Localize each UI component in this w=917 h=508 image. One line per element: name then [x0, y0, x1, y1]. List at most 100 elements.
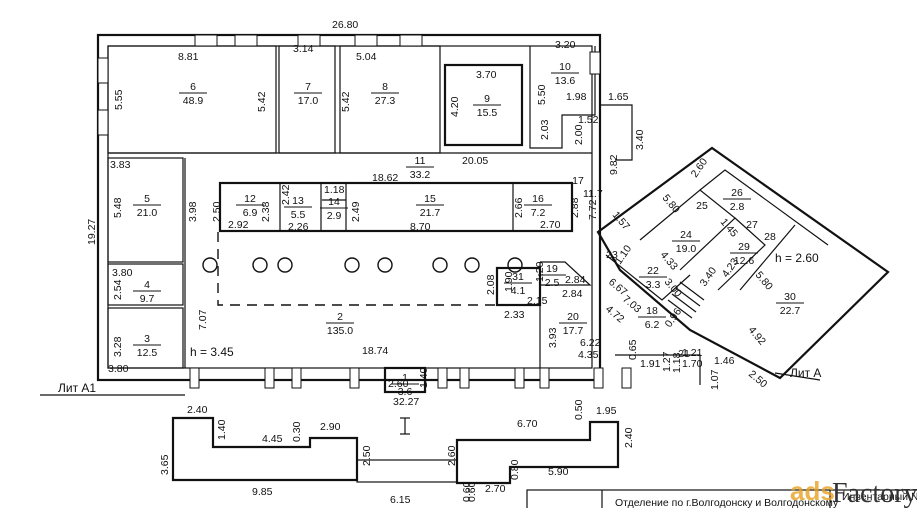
main-building — [40, 33, 632, 396]
title-block-text: Отделение по г.Волгодонску и Волгодонско… — [615, 497, 839, 508]
lit-a-line — [774, 372, 821, 381]
dimension-22: 3.98 — [187, 201, 199, 222]
basement-room-right — [455, 420, 620, 485]
dimension-34: 8.70 — [410, 221, 431, 233]
dimension-11: 5.50 — [536, 84, 548, 105]
dimension-84: 0.30 — [291, 421, 303, 442]
dimension-17: 3.40 — [634, 129, 646, 150]
room-number-4: 4 — [144, 279, 150, 291]
dimension-54: 0.65 — [627, 339, 639, 360]
columns — [202, 257, 523, 273]
dimension-82: 1.40 — [216, 419, 228, 440]
room-number-17: 17 — [572, 175, 584, 187]
room-4-outline — [107, 263, 184, 306]
dimension-23: 2.50 — [211, 201, 223, 222]
room-number-2: 2 — [337, 311, 343, 323]
dimension-80: 1.07 — [709, 369, 721, 390]
room-area-4: 9.7 — [140, 293, 155, 305]
dimension-97: 0.80 — [509, 459, 521, 480]
room-number-8: 8 — [382, 81, 388, 93]
room-number-1: 1 — [402, 372, 408, 384]
room-10-outline — [529, 46, 596, 149]
dimension-20: 18.62 — [372, 172, 398, 184]
room-area-11: 33.2 — [410, 169, 431, 181]
dimension-2: 3.14 — [293, 43, 314, 55]
room-number-19: 19 — [546, 263, 558, 275]
dimension-21: 3.83 — [110, 159, 131, 171]
room-area-29: 12.6 — [734, 255, 755, 267]
wing-lit-a — [596, 146, 890, 381]
dimension-14: 2.03 — [539, 119, 551, 140]
dimension-47: 2.33 — [504, 309, 525, 321]
dimension-32: 2.92 — [228, 219, 249, 231]
room-area-9: 15.5 — [477, 107, 498, 119]
room-number-3: 3 — [144, 333, 150, 345]
watermark-part1: ads — [790, 476, 835, 506]
dimension-83: 4.45 — [262, 433, 283, 445]
dimension-33: 2.26 — [288, 221, 309, 233]
room-number-9: 9 — [484, 93, 490, 105]
room-number-23: 23 — [606, 249, 618, 261]
room-number-26: 26 — [731, 187, 743, 199]
room-area-15: 21.7 — [420, 207, 441, 219]
dimension-15: 1.52 — [578, 114, 599, 126]
dimension-68: 3.00 — [662, 276, 684, 299]
room-number-25: 25 — [696, 200, 708, 212]
dimension-35: 2.70 — [540, 219, 561, 231]
room-area-18: 6.2 — [645, 319, 660, 331]
dimension-13: 1.65 — [608, 91, 629, 103]
dimension-40: 3.28 — [112, 336, 124, 357]
room-area-5: 21.0 — [137, 207, 158, 219]
dimension-50: 2.84 — [562, 288, 583, 300]
dimension-4: 3.20 — [555, 39, 576, 51]
room-number-31: 31 — [512, 271, 524, 283]
dimension-52: 6.22 — [580, 337, 601, 349]
front-windows — [189, 367, 632, 389]
room-number-7: 7 — [305, 81, 311, 93]
height-main: h = 3.45 — [190, 345, 234, 359]
dimension-6: 5.55 — [113, 89, 125, 110]
room-number-24: 24 — [680, 229, 692, 241]
room-number-18: 18 — [646, 305, 658, 317]
dimension-99: 0.60 — [461, 481, 473, 502]
room-number-22: 22 — [647, 265, 659, 277]
room-number-5: 5 — [144, 193, 150, 205]
rooms-row-outline — [218, 181, 574, 233]
room-9-outline — [443, 63, 524, 147]
room-1-vestibule — [383, 366, 427, 394]
wing-outer-wall — [596, 146, 890, 380]
dimension-46: 2.15 — [527, 295, 548, 307]
room-19-outline — [540, 261, 592, 286]
room-5-outline — [107, 157, 184, 263]
dimension-90: 6.15 — [390, 494, 411, 506]
dimension-30: 11.7 — [583, 188, 603, 200]
room-area-26: 2.8 — [730, 201, 745, 213]
room-number-27: 27 — [746, 219, 758, 231]
basement-passage — [356, 459, 458, 483]
dimension-37: 19.27 — [86, 219, 98, 245]
room-30-wall — [739, 224, 796, 291]
room-number-12: 12 — [244, 193, 256, 205]
dimension-48: 1.20 — [534, 261, 546, 282]
dimension-8: 5.42 — [340, 91, 352, 112]
dimension-36: 5.48 — [112, 197, 124, 218]
dimension-41: 3.80 — [108, 363, 129, 375]
room-area-24: 19.0 — [676, 243, 697, 255]
dimension-70: 7.03 — [620, 293, 643, 315]
dimension-7: 5.42 — [256, 91, 268, 112]
room-number-15: 15 — [424, 193, 436, 205]
room-number-6: 6 — [190, 81, 196, 93]
dimension-31: 7.72 — [587, 199, 599, 220]
room-area-22: 3.3 — [646, 279, 661, 291]
dimension-73: 1.27 — [661, 351, 673, 372]
dimension-87: 9.85 — [252, 486, 273, 498]
dimension-57: 32.27 — [393, 396, 419, 408]
lit-a-label: Лит А — [790, 366, 821, 380]
wing-entrance — [615, 354, 701, 385]
room-area-14: 2.9 — [327, 210, 342, 222]
room-number-21: 21 — [678, 348, 690, 360]
dimension-58: 5.80 — [660, 192, 682, 215]
dimension-0: 26.80 — [332, 19, 358, 31]
